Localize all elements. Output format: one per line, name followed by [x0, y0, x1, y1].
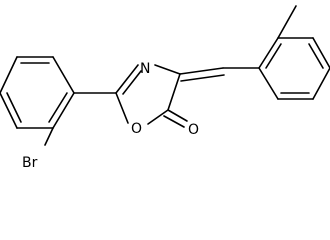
exocyclic-double-bond [180, 74, 225, 82]
carbonyl-double-bond [163, 115, 185, 128]
c-br-bond [44, 127, 54, 146]
aromatic-inner-bond [308, 43, 324, 69]
c5-o1-bond [147, 109, 169, 125]
aromatic-inner-bond [6, 92, 22, 123]
ring-oxygen-label: O [131, 121, 142, 137]
n-c4-bond [154, 64, 181, 75]
bromine-label: Br [22, 155, 38, 171]
bond [258, 37, 279, 69]
carbonyl-oxygen-label: O [188, 122, 199, 138]
c2-n-double-bond [122, 70, 142, 95]
bond [0, 56, 18, 94]
carbonyl-double-bond [167, 109, 188, 122]
bond [312, 67, 330, 100]
o1-c2-bond [115, 92, 129, 124]
molecule-structure-diagram: Br N O O [0, 5, 330, 171]
methyl-bond [277, 5, 297, 39]
aromatic-inner-bond [265, 43, 282, 69]
aromatic-inner-bond [48, 92, 68, 123]
c2-n-double-bond [115, 64, 139, 94]
bond [52, 92, 75, 129]
oxazolone-ring [115, 64, 181, 125]
nitrogen-label: N [140, 61, 150, 77]
bond [0, 92, 18, 129]
bromophenyl-ring [0, 56, 75, 129]
c4-c5-bond [167, 73, 181, 111]
tolyl-ring [258, 37, 330, 100]
bond [52, 56, 75, 94]
exocyclic-double-bond [179, 67, 224, 75]
bond [258, 67, 279, 100]
bond [312, 37, 330, 69]
